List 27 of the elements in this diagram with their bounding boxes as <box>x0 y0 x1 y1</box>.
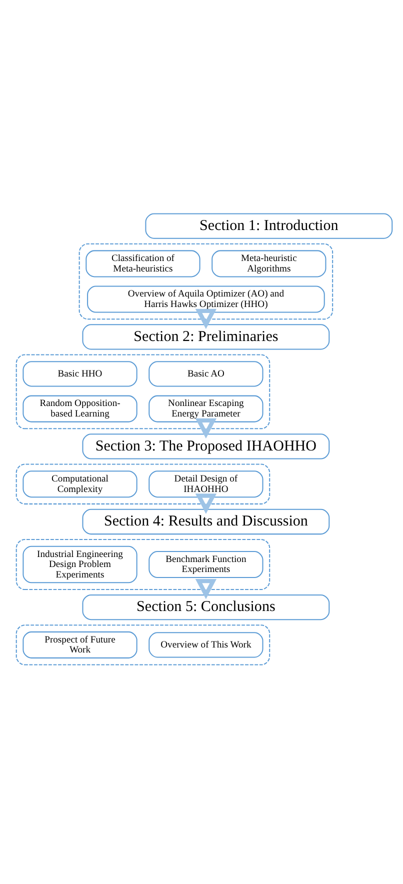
node-box: Meta-heuristic Algorithms <box>212 250 326 278</box>
arrow <box>195 308 217 330</box>
node-box: Section 4: Results and Discussion <box>82 508 330 535</box>
node-box: Classification of Meta-heuristics <box>86 250 200 278</box>
node-box: Prospect of Future Work <box>22 631 138 658</box>
arrow <box>195 494 217 514</box>
node-box: Basic AO <box>148 361 264 387</box>
node-box: Section 5: Conclusions <box>82 594 330 620</box>
node-box: Detail Design of IHAOHHO <box>148 470 264 498</box>
node-box: Industrial Engineering Design Problem Experiments <box>22 546 138 584</box>
node-box: Section 2: Preliminaries <box>82 324 330 350</box>
cluster <box>78 243 334 320</box>
node-box: Overview of Aquila Optimizer (AO) and Harris Hawks Optimizer (HHO) <box>87 286 325 313</box>
node-box: Nonlinear Escaping Energy Parameter <box>148 395 264 422</box>
node-box: Section 3: The Proposed IHAOHHO <box>82 434 330 460</box>
arrow <box>195 579 217 600</box>
node-box: Basic HHO <box>22 361 138 387</box>
node-box: Computational Complexity <box>22 470 138 498</box>
node-box: Section 1: Introduction <box>145 213 393 239</box>
node-box: Random Opposition-based Learning <box>22 395 138 422</box>
node-box: Benchmark Function Experiments <box>148 551 264 578</box>
cluster <box>16 539 270 590</box>
cluster <box>16 624 270 666</box>
cluster <box>16 354 270 430</box>
arrow <box>195 418 217 439</box>
node-box: Overview of This Work <box>148 632 264 658</box>
cluster <box>16 464 270 504</box>
